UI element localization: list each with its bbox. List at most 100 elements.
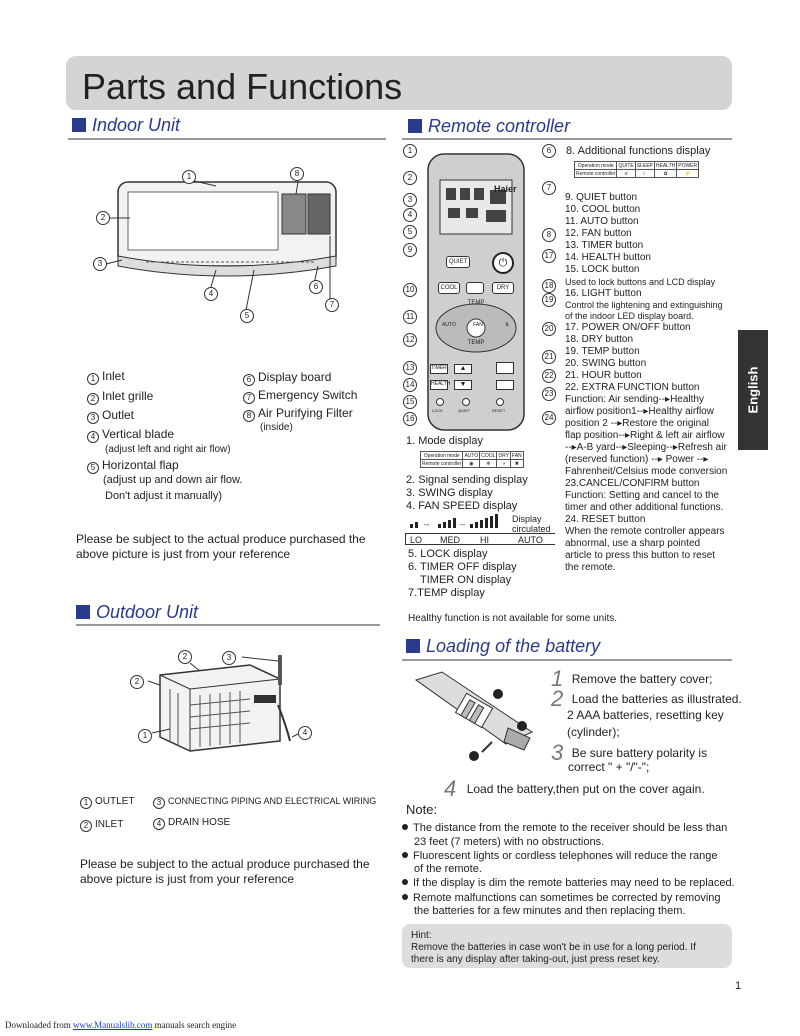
note-4: Remote malfunctions can sometimes be cor…: [402, 892, 721, 905]
item-9: 9. QUIET button: [565, 192, 638, 203]
battery-step-2-line-3: (cylinder);: [567, 725, 620, 739]
remote-right-list: 9. QUIET button 10. COOL button 11. AUTO…: [565, 192, 740, 574]
remote-illustration: Haier QUIET ⏻ COOL DRY TEMP AUTO FAN ⇅ T…: [420, 150, 532, 435]
outdoor-unit-illustration: [147, 655, 301, 752]
remote-cool-button[interactable]: COOL: [438, 282, 460, 294]
language-tab: English: [738, 330, 768, 450]
item-22-desc-3: position 2 --▸Restore the original: [565, 418, 709, 429]
remote-dry-button[interactable]: DRY: [492, 282, 514, 294]
manualslib-link[interactable]: www.Manualslib.com: [72, 1020, 153, 1030]
remote-auto-button[interactable]: AUTO: [442, 322, 456, 328]
battery-loading-illustration: [414, 671, 534, 761]
remote-callout-8: 8: [542, 228, 556, 242]
fan-speed-display-label-2: circulated: [512, 524, 551, 534]
item-23-desc-2: timer and other additional functions.: [565, 502, 724, 513]
remote-callout-16: 16: [403, 412, 417, 426]
remote-item-2: 2. Signal sending display: [406, 474, 528, 486]
indoor-disclaimer-2: above picture is just from your referenc…: [76, 547, 291, 561]
remote-up-button[interactable]: ▲: [454, 364, 472, 374]
remote-quiet-button[interactable]: QUIET: [446, 256, 470, 268]
heading-square-icon: [72, 118, 86, 132]
fan-speed-auto: AUTO: [518, 535, 543, 545]
heading-square-icon: [408, 119, 422, 133]
remote-lock-button[interactable]: [436, 398, 444, 406]
hint-box: [402, 924, 732, 968]
indoor-note-vertical: (adjust left and right air flow): [105, 444, 231, 455]
item-16-desc-1: Control the lightening and extinguishing: [565, 300, 723, 310]
heading-square-icon: [406, 639, 420, 653]
remote-brand-logo: Haier: [494, 184, 517, 194]
item-24-desc-3: article to press this button to reset: [565, 550, 716, 561]
callout-7: 7: [325, 298, 339, 312]
item-22-desc-5: --▸A-B yard--▸Sleeping--▸Refresh air: [565, 442, 727, 453]
item-15: 15. LOCK button: [565, 264, 640, 275]
item-24-desc-1: When the remote controller appears: [565, 526, 725, 537]
remote-callout-11: 11: [403, 310, 417, 324]
outdoor-rule: [76, 624, 380, 626]
remote-temp-down-button[interactable]: TEMP: [467, 340, 485, 346]
remote-callout-3: 3: [403, 193, 417, 207]
battery-step-3: 3 Be sure battery polarity is: [551, 740, 708, 765]
indoor-disclaimer-1: Please be subject to the actual produce …: [76, 532, 366, 546]
remote-swing-button[interactable]: ⇅: [504, 322, 510, 328]
page-title: Parts and Functions: [82, 66, 403, 107]
indoor-rule: [68, 138, 386, 140]
remote-item-4: 4. FAN SPEED display: [406, 500, 518, 512]
outdoor-heading: Outdoor Unit: [76, 602, 198, 623]
remote-temp-up-button[interactable]: TEMP: [467, 300, 485, 306]
language-label: English: [745, 366, 761, 414]
remote-timer-button[interactable]: TIMER: [430, 364, 448, 374]
item-24: 24. RESET button: [565, 514, 646, 525]
item-22-desc-1: Function: Air sending--▸Healthy: [565, 394, 704, 405]
item-23: 23.CANCEL/CONFIRM button: [565, 478, 700, 489]
remote-extra-function-button[interactable]: [496, 380, 514, 390]
item-16-desc-2: of the indoor LED display board.: [565, 311, 694, 321]
remote-item-1: 1. Mode display: [406, 435, 484, 447]
item-20: 20. SWING button: [565, 358, 647, 369]
remote-callout-9: 9: [403, 243, 417, 257]
remote-callout-13: 13: [403, 361, 417, 375]
indoor-heading: Indoor Unit: [72, 115, 180, 136]
item-11: 11. AUTO button: [565, 216, 639, 227]
remote-down-button[interactable]: ▼: [454, 380, 472, 390]
note-4-line-2: the batteries for a few minutes and then…: [414, 905, 686, 917]
remote-callout-21: 21: [542, 350, 556, 364]
remote-item-8: 8. Additional functions display: [566, 145, 711, 157]
fan-speed-display-label-1: Display: [512, 514, 542, 524]
note-1-line-2: 23 feet (7 meters) with no obstructions.: [414, 836, 605, 848]
outdoor-callout-4: 4: [298, 726, 312, 740]
remote-hour-button[interactable]: [496, 362, 514, 374]
remote-power-icon[interactable]: ⏻: [492, 252, 514, 274]
remote-quiet2-button[interactable]: [462, 398, 470, 406]
remote-item-6b: TIMER ON display: [408, 574, 512, 586]
remote-health-button[interactable]: HEALTH: [430, 380, 450, 390]
outdoor-callout-2: 2: [130, 675, 144, 689]
item-19: 19. TEMP button: [565, 346, 640, 357]
battery-step-3-line-2: correct " + "/"-";: [568, 760, 650, 774]
remote-fan-button[interactable]: FAN: [473, 322, 483, 328]
remote-callout-1: 1: [403, 144, 417, 158]
item-22: 22. EXTRA FUNCTION button: [565, 382, 700, 393]
battery-step-4: 4 Load the battery,then put on the cover…: [444, 776, 705, 801]
item-14: 14. HEALTH button: [565, 252, 651, 263]
callout-2: 2: [96, 211, 110, 225]
remote-item-5: 5. LOCK display: [408, 548, 488, 560]
callout-5: 5: [240, 309, 254, 323]
remote-callout-6: 6: [542, 144, 556, 158]
remote-reset-button[interactable]: [496, 398, 504, 406]
outdoor-disclaimer-2: above picture is just from your referenc…: [80, 872, 295, 886]
remote-rule: [402, 138, 732, 140]
item-15-desc: Used to lock buttons and LCD display: [565, 277, 716, 287]
remote-light-button[interactable]: [466, 282, 484, 294]
fan-speed-scale: LO MED HI AUTO: [405, 533, 555, 545]
battery-heading: Loading of the battery: [406, 636, 600, 657]
